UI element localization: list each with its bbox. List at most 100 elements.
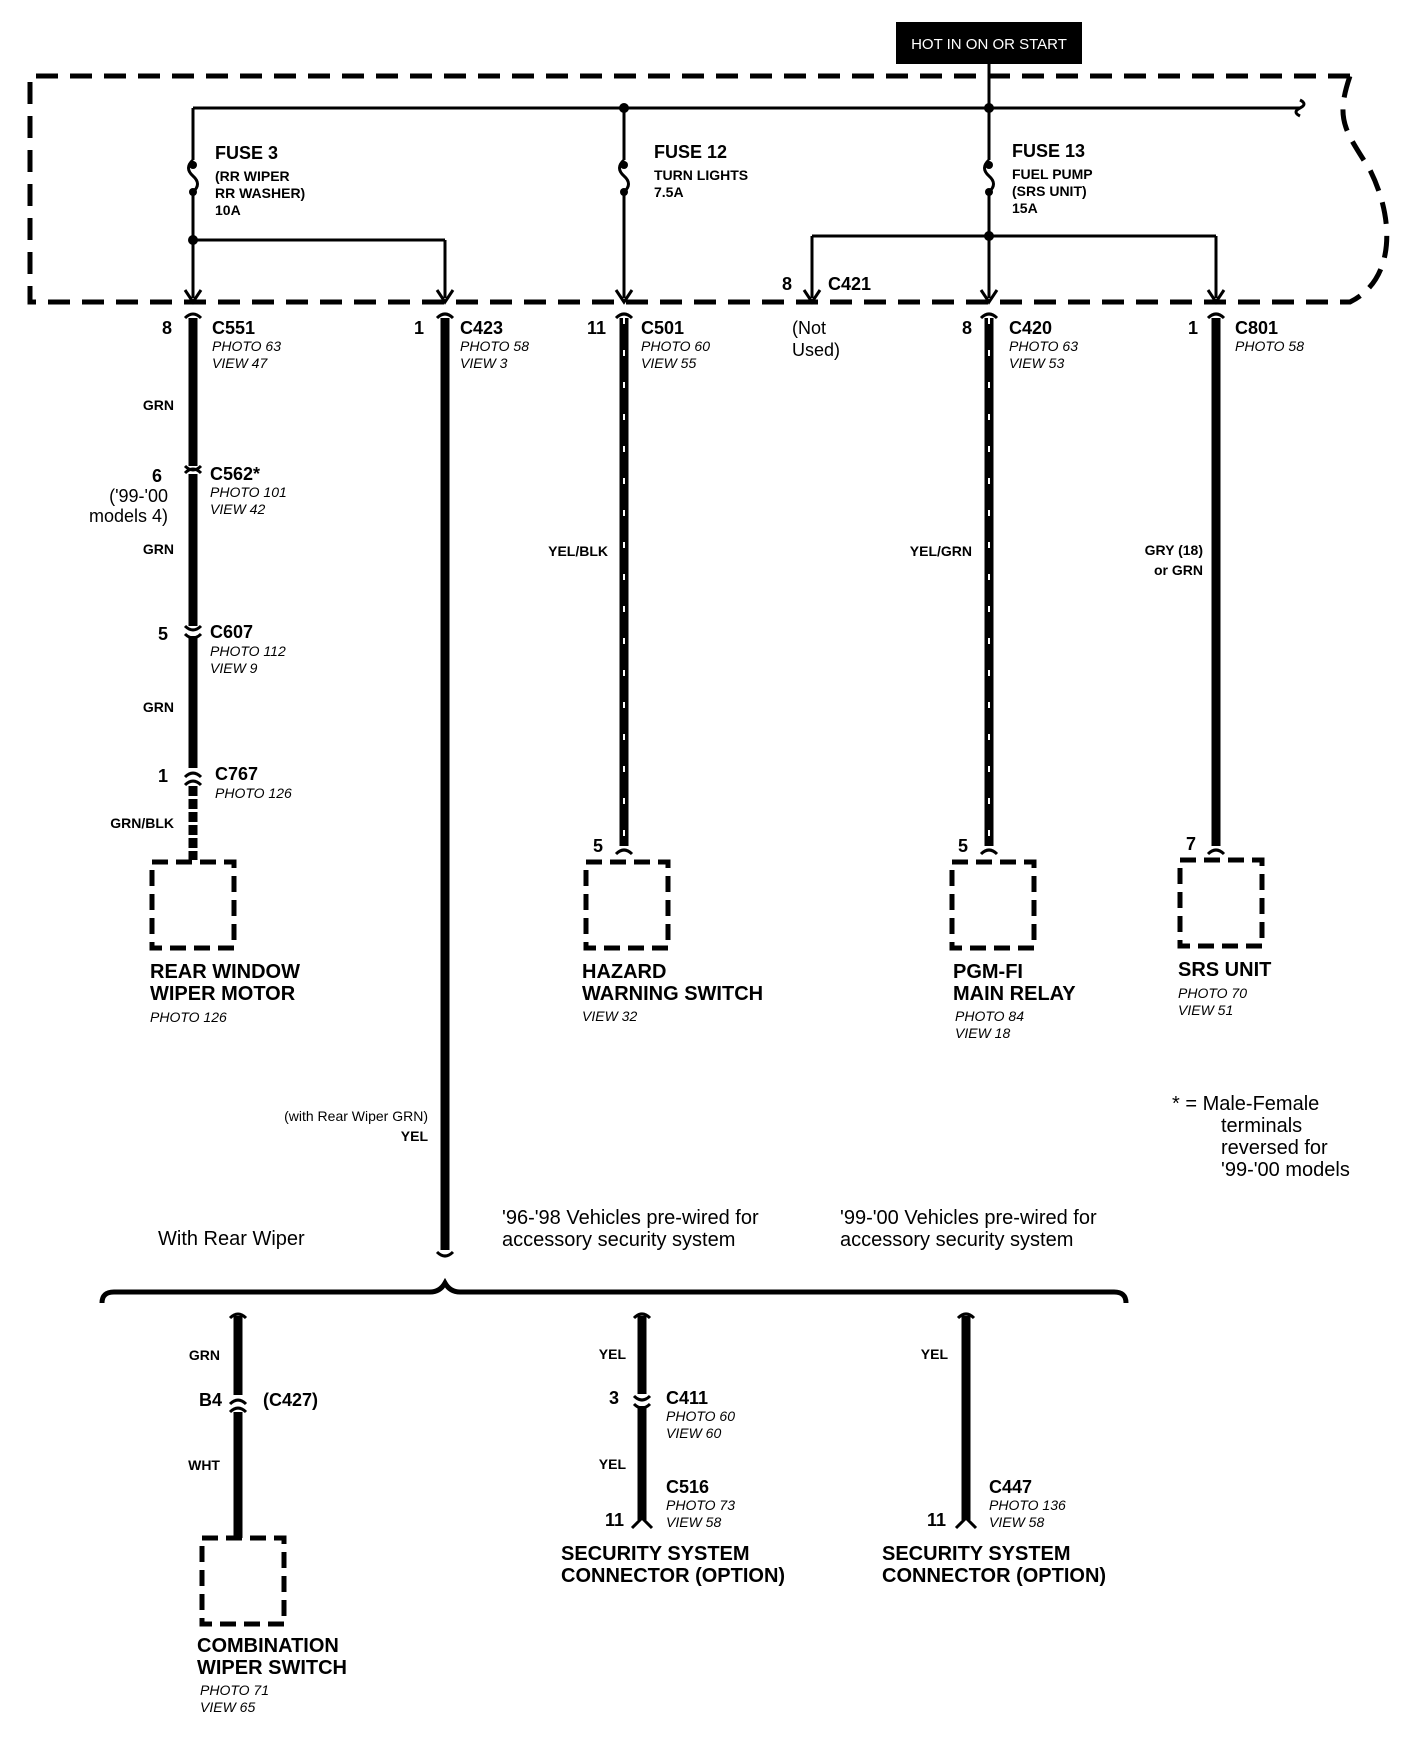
footnote-line1: * = Male-Female xyxy=(1172,1093,1319,1115)
c501-pin: 11 xyxy=(587,318,606,338)
c423-label: C423 xyxy=(460,318,503,338)
wire-grn-3-label: GRN xyxy=(143,699,174,715)
c516-photo: PHOTO 73 xyxy=(666,1497,735,1513)
srs-unit-photo: PHOTO 70 xyxy=(1178,985,1247,1001)
c801-pin: 1 xyxy=(1188,318,1198,338)
c420-label: C420 xyxy=(1009,318,1052,338)
pgm-relay-photo: PHOTO 84 xyxy=(955,1008,1024,1024)
c562-note: ('99-'00 xyxy=(109,486,168,506)
sec1-wire1-label: YEL xyxy=(599,1346,627,1362)
wire-yel-blk-label: YEL/BLK xyxy=(548,543,608,559)
options-brace xyxy=(99,1277,1129,1304)
power-source-box xyxy=(896,22,1082,64)
hazard-switch-name2: WARNING SWITCH xyxy=(582,983,763,1005)
fuse-box-outline xyxy=(27,73,1390,305)
c501-photo: PHOTO 60 xyxy=(641,338,710,354)
sec2-name2: CONNECTOR (OPTION) xyxy=(882,1565,1106,1587)
c447-label: C447 xyxy=(989,1477,1032,1497)
rear-wiper-motor-box xyxy=(149,859,237,951)
sec1-name2: CONNECTOR (OPTION) xyxy=(561,1565,785,1587)
combination-switch-view: VIEW 65 xyxy=(200,1699,255,1715)
c421-note: (Not xyxy=(792,318,826,338)
sec2-pin: 11 xyxy=(927,1510,946,1530)
power-source-label: HOT IN ON OR START xyxy=(911,36,1067,53)
c607-view: VIEW 9 xyxy=(210,660,258,676)
srs-unit-box xyxy=(1177,857,1265,949)
c551-photo: PHOTO 63 xyxy=(212,338,281,354)
combination-switch-name2: WIPER SWITCH xyxy=(197,1657,347,1679)
footnote-line3: reversed for xyxy=(1221,1137,1328,1159)
c421-note2: Used) xyxy=(792,340,840,360)
c411-photo: PHOTO 60 xyxy=(666,1408,735,1424)
c411-label: C411 xyxy=(666,1388,708,1408)
combination-switch-name: COMBINATION xyxy=(197,1635,339,1657)
combo-connector: (C427) xyxy=(263,1390,318,1410)
srs-unit-view: VIEW 51 xyxy=(1178,1002,1233,1018)
fuse-3-name: FUSE 3 xyxy=(215,143,278,163)
pgm-relay-view: VIEW 18 xyxy=(955,1025,1010,1041)
c516-view: VIEW 58 xyxy=(666,1514,721,1530)
sec1-wire2-label: YEL xyxy=(599,1456,627,1472)
fuse-3-desc: (RR WIPER xyxy=(215,168,290,184)
c551-label: C551 xyxy=(212,318,255,338)
sec1-pin: 11 xyxy=(605,1510,624,1530)
hazard-switch-name: HAZARD xyxy=(582,961,666,983)
c420-view: VIEW 53 xyxy=(1009,355,1064,371)
c423-view: VIEW 3 xyxy=(460,355,508,371)
c551-pin: 8 xyxy=(162,318,172,338)
combo-wire1-label: GRN xyxy=(189,1347,220,1363)
wire-yel-grn-label: YEL/GRN xyxy=(910,543,972,559)
pgm-relay-box xyxy=(949,859,1037,951)
c423-pin: 1 xyxy=(414,318,424,338)
c767-label: C767 xyxy=(215,764,258,784)
c562-photo: PHOTO 101 xyxy=(210,484,287,500)
wire-grn-2-label: GRN xyxy=(143,541,174,557)
footnote-line4: '99-'00 models xyxy=(1221,1159,1350,1181)
c501-view: VIEW 55 xyxy=(641,355,696,371)
c607-label: C607 xyxy=(210,622,253,642)
sec2-wire-label: YEL xyxy=(921,1346,949,1362)
c501-label: C501 xyxy=(641,318,684,338)
sec1-name: SECURITY SYSTEM xyxy=(561,1543,750,1565)
combo-pin: B4 xyxy=(199,1390,222,1410)
c607-photo: PHOTO 112 xyxy=(210,643,286,659)
footnote-line2: terminals xyxy=(1221,1115,1302,1137)
with-rear-wiper-label: With Rear Wiper xyxy=(158,1228,305,1250)
fuse-3-rating: 10A xyxy=(215,202,241,218)
c420-pin: 8 xyxy=(962,318,972,338)
srs-wire-label2: or GRN xyxy=(1154,562,1203,578)
rear-wiper-motor-name2: WIPER MOTOR xyxy=(150,983,296,1005)
wire-grn-1-label: GRN xyxy=(143,397,174,413)
c421-label: C421 xyxy=(828,274,871,294)
connector-c501: 11 C501 PHOTO 60 VIEW 55 xyxy=(587,318,710,371)
connector-c423: 1 C423 PHOTO 58 VIEW 3 xyxy=(414,318,529,371)
c551-view: VIEW 47 xyxy=(212,355,268,371)
fuse-12-rating: 7.5A xyxy=(654,184,684,200)
pgm-pin: 5 xyxy=(958,836,968,856)
c562-note2: models 4) xyxy=(89,506,168,526)
srs-unit-name: SRS UNIT xyxy=(1178,959,1271,981)
fuse-3-desc2: RR WASHER) xyxy=(215,185,305,201)
c562-view: VIEW 42 xyxy=(210,501,265,517)
wire-grn-blk-label: GRN/BLK xyxy=(110,815,174,831)
c607-pin: 5 xyxy=(158,624,168,644)
srs-pin: 7 xyxy=(1186,834,1196,854)
connector-c551: 8 C551 PHOTO 63 VIEW 47 xyxy=(162,318,281,371)
hazard-switch-box xyxy=(583,859,671,951)
connector-c420: 8 C420 PHOTO 63 VIEW 53 xyxy=(962,318,1078,371)
prewired-99-label2: accessory security system xyxy=(840,1229,1073,1251)
c801-photo: PHOTO 58 xyxy=(1235,338,1304,354)
c411-pin: 3 xyxy=(609,1388,619,1408)
c421-pin: 8 xyxy=(782,274,792,294)
pgm-relay-name: PGM-FI xyxy=(953,961,1023,983)
combo-wire2-label: WHT xyxy=(188,1457,220,1473)
c423-wire-color: YEL xyxy=(401,1128,429,1144)
c801-label: C801 xyxy=(1235,318,1278,338)
fuse-13-desc2: (SRS UNIT) xyxy=(1012,183,1087,199)
fuse-13-rating: 15A xyxy=(1012,200,1038,216)
combination-switch-box xyxy=(199,1535,287,1627)
fuse-13-name: FUSE 13 xyxy=(1012,141,1085,161)
c411-view: VIEW 60 xyxy=(666,1425,721,1441)
prewired-96-label2: accessory security system xyxy=(502,1229,735,1251)
